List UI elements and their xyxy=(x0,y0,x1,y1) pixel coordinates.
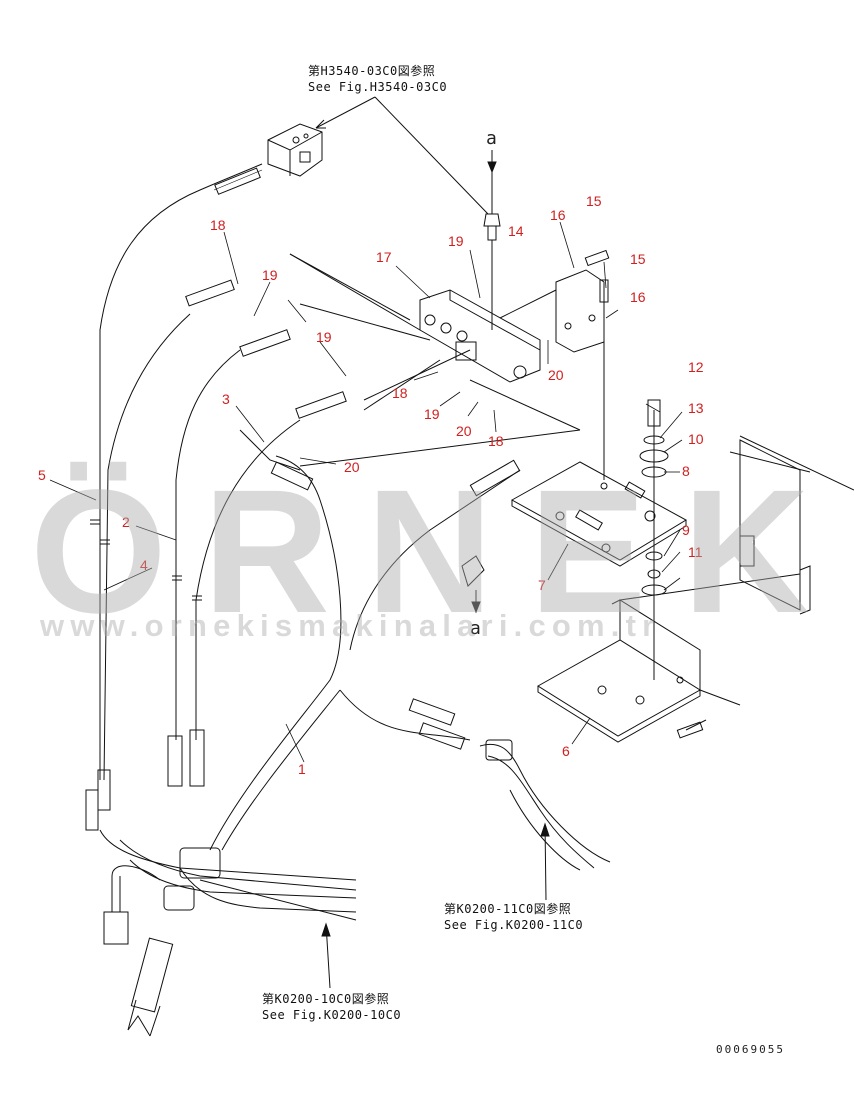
callout-12: 12 xyxy=(688,359,704,375)
callout-20b: 20 xyxy=(456,423,472,439)
watermark-url: www.ornekismakinalari.com.tr xyxy=(40,608,661,643)
callout-19b: 19 xyxy=(316,329,332,345)
callout-1: 1 xyxy=(298,761,306,777)
callout-11: 11 xyxy=(688,544,703,560)
callout-16a: 16 xyxy=(550,207,566,223)
ref-right-en: See Fig.K0200-11C0 xyxy=(444,918,584,932)
callout-4: 4 xyxy=(140,557,148,573)
ref-bottom-jp: 第K0200-10C0図参照 xyxy=(262,992,390,1006)
callout-9: 9 xyxy=(682,522,690,538)
arrow-label-a-top: a xyxy=(486,128,497,149)
callout-3: 3 xyxy=(222,391,230,407)
callout-13: 13 xyxy=(688,400,704,416)
part-callouts: 1 2 3 4 5 6 7 8 9 10 11 12 13 14 15 15 1… xyxy=(38,193,704,777)
callout-15b: 15 xyxy=(630,251,646,267)
callout-5: 5 xyxy=(38,467,46,483)
plate-7 xyxy=(510,461,688,567)
callout-16b: 16 xyxy=(630,289,646,305)
callout-18a: 18 xyxy=(210,217,226,233)
callout-20c: 20 xyxy=(344,459,360,475)
callout-17: 17 xyxy=(376,249,392,265)
callout-20a: 20 xyxy=(548,367,564,383)
ref-top-jp: 第H3540-03C0図参照 xyxy=(308,64,436,78)
callout-19c: 19 xyxy=(448,233,464,249)
top-valve-block xyxy=(267,123,323,177)
callout-7: 7 xyxy=(538,577,546,593)
document-number: 00069055 xyxy=(716,1043,785,1056)
callout-15a: 15 xyxy=(586,193,602,209)
ref-right-jp: 第K0200-11C0図参照 xyxy=(444,902,572,916)
watermark-brand: ÖRNEK xyxy=(30,454,846,650)
callout-2: 2 xyxy=(122,514,130,530)
valve-block-17 xyxy=(419,289,541,383)
arrow-label-a-bottom: a xyxy=(470,618,481,639)
ref-bottom-en: See Fig.K0200-10C0 xyxy=(262,1008,402,1022)
callout-8: 8 xyxy=(682,463,690,479)
callout-14: 14 xyxy=(508,223,524,239)
callout-6: 6 xyxy=(562,743,570,759)
callout-19d: 19 xyxy=(424,406,440,422)
ref-top-en: See Fig.H3540-03C0 xyxy=(308,80,448,94)
callout-18b: 18 xyxy=(392,385,408,401)
callout-10: 10 xyxy=(688,431,704,447)
callout-18c: 18 xyxy=(488,433,504,449)
callout-19a: 19 xyxy=(262,267,278,283)
